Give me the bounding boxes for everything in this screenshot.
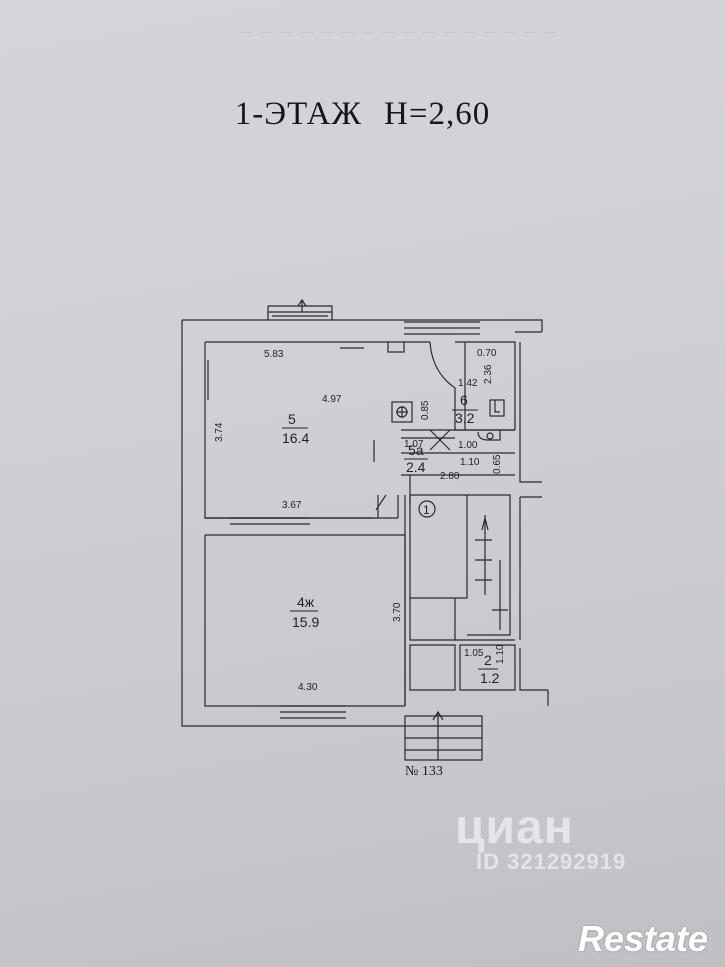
room-number: 2 <box>484 652 492 668</box>
dim-5-83: 5.83 <box>264 349 284 360</box>
dim-3-74: 3.74 <box>214 422 225 442</box>
room-number: 4ж <box>297 594 315 610</box>
room-2-label: 2 1.2 <box>478 652 500 686</box>
dim-1-07: 1.07 <box>404 439 424 450</box>
room6-curve-wall <box>429 341 456 430</box>
dim-0-65: 0.65 <box>492 454 503 474</box>
watermark-service: циан <box>455 801 574 854</box>
room-area: 3.2 <box>455 410 475 426</box>
dim-4-97: 4.97 <box>322 394 342 405</box>
plan-number: № 133 <box>405 764 443 779</box>
outer-wall-left-bottom <box>181 320 405 727</box>
dim-0-70: 0.70 <box>477 348 497 359</box>
dim-1-05: 1.05 <box>464 648 484 659</box>
floor-label: 1-ЭТАЖ <box>234 96 362 132</box>
ceiling-height: Н=2,60 <box>384 96 491 132</box>
dim-4-30: 4.30 <box>298 682 318 693</box>
dim-2-80: 2.80 <box>440 471 460 482</box>
room-number: 5 <box>288 411 296 427</box>
room-6-label: 6 3.2 <box>452 392 478 426</box>
dim-3-67: 3.67 <box>282 500 302 511</box>
stair-marker-label: 1 <box>423 503 430 517</box>
stair-marker-circle <box>418 500 436 518</box>
dim-1-10: 1.10 <box>460 457 480 468</box>
room-area: 2.4 <box>406 459 426 475</box>
dim-1-42: 1.42 <box>458 378 478 389</box>
room-area: 16.4 <box>282 430 309 446</box>
dim-3-70: 3.70 <box>392 602 403 622</box>
watermark-id: ID 321292919 <box>476 849 627 874</box>
outer-wall-top <box>182 319 543 332</box>
brand-logo: Restate <box>578 918 709 959</box>
room-number: 5а <box>408 442 424 458</box>
dim-0-85: 0.85 <box>420 400 431 420</box>
room-5-label: 5 16.4 <box>282 411 309 446</box>
floor-title: 1-ЭТАЖ Н=2,60 <box>0 96 725 133</box>
bleed-through-text: — — — — — — — — — — — — — — — — <box>240 24 559 39</box>
room-5a-label: 5а 2.4 <box>404 442 428 475</box>
dim-2-36: 2.36 <box>483 364 494 384</box>
room-area: 1.2 <box>480 670 500 686</box>
dim-1-10-b: 1.10 <box>495 644 506 664</box>
room-area: 15.9 <box>292 614 319 630</box>
room-number: 6 <box>460 392 468 408</box>
room-4-label: 4ж 15.9 <box>290 594 319 630</box>
dim-1-00: 1.00 <box>458 440 478 451</box>
